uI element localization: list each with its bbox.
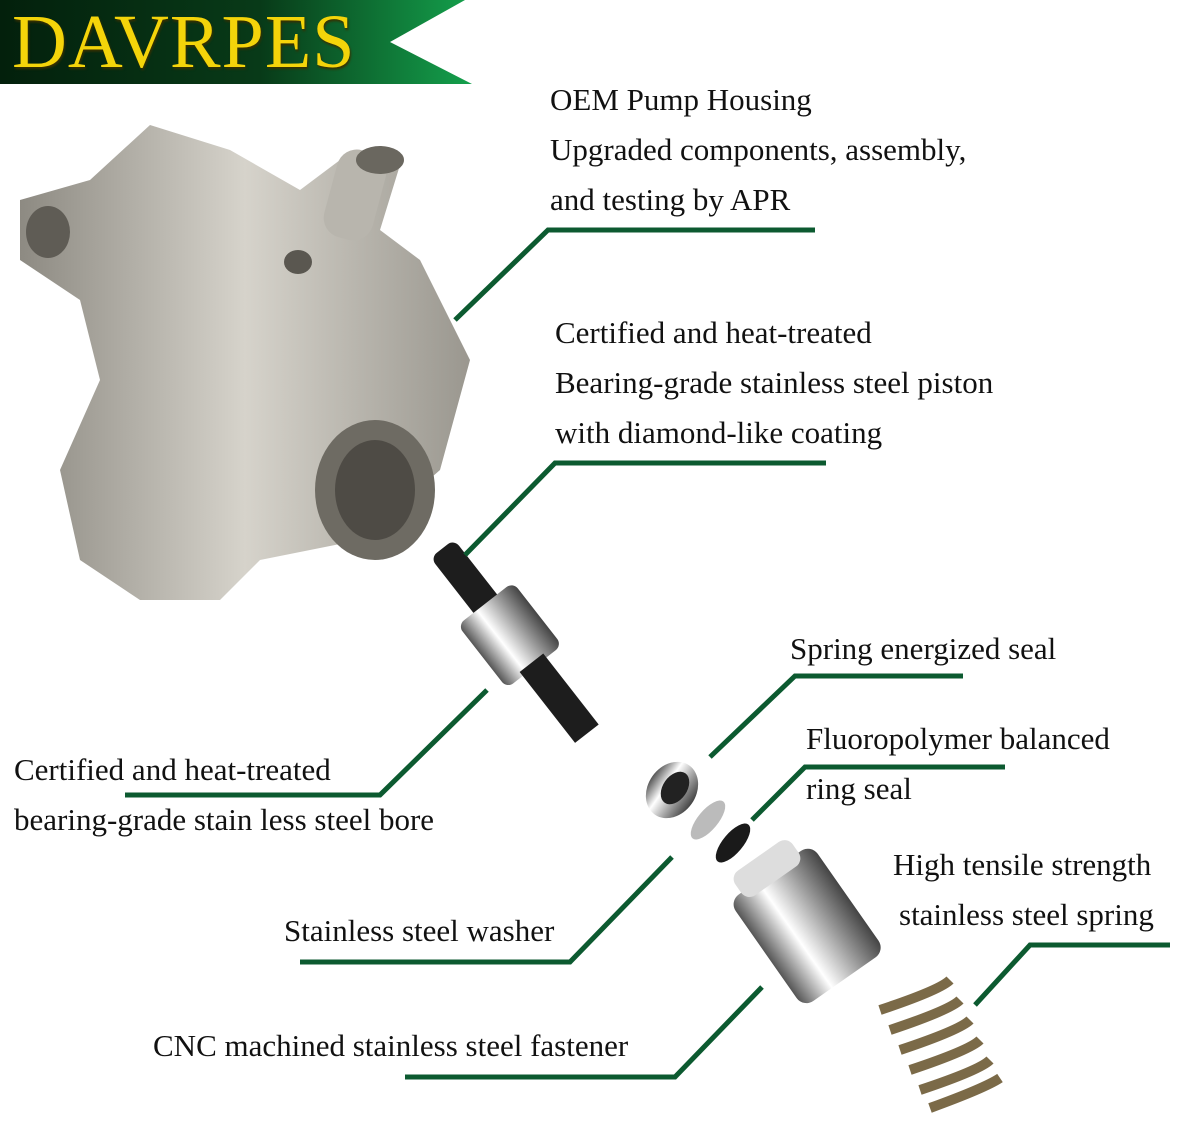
leader-washer — [300, 855, 674, 965]
label-bore: Certified and heat-treated bearing-grade… — [14, 745, 434, 845]
label-line: CNC machined stainless steel fastener — [153, 1028, 629, 1063]
label-line: Upgraded components, assembly, — [550, 132, 967, 167]
pump-housing — [20, 125, 470, 600]
leader-spring — [973, 942, 1170, 1007]
spring — [878, 976, 1003, 1113]
leader-spring-seal — [708, 673, 963, 759]
label-line: Spring energized seal — [790, 631, 1057, 666]
label-washer: Stainless steel washer — [284, 906, 554, 956]
label-line: stainless steel spring — [899, 897, 1154, 932]
label-line: bearing-grade stain less steel bore — [14, 802, 435, 837]
ring-seal — [715, 823, 751, 863]
label-line: Bearing-grade stainless steel piston — [555, 365, 994, 400]
label-fastener: CNC machined stainless steel fastener — [153, 1021, 628, 1071]
logo-banner — [0, 0, 472, 84]
label-line: High tensile strength — [893, 847, 1152, 882]
leader-piston — [463, 460, 826, 557]
brand-logo: DAVRPES — [12, 0, 356, 84]
label-spring-seal: Spring energized seal — [790, 624, 1056, 674]
label-line: Certified and heat-treated — [555, 315, 872, 350]
label-spring: High tensile strength stainless steel sp… — [893, 840, 1154, 940]
leader-ring-seal — [750, 764, 1005, 822]
leader-housing — [453, 227, 815, 322]
label-line: with diamond-like coating — [555, 415, 883, 450]
washer — [690, 800, 726, 840]
spring-energized-seal — [645, 761, 699, 819]
label-line: Stainless steel washer — [284, 913, 555, 948]
label-line: Certified and heat-treated — [14, 752, 331, 787]
leader-bore — [125, 688, 489, 798]
piston — [433, 542, 599, 743]
label-housing: OEM Pump Housing Upgraded components, as… — [550, 75, 966, 225]
label-line: OEM Pump Housing — [550, 82, 812, 117]
label-piston: Certified and heat-treated Bearing-grade… — [555, 308, 993, 458]
label-line: ring seal — [806, 771, 912, 806]
leader-lines — [125, 227, 1170, 1080]
fastener — [733, 840, 881, 1004]
label-line: and testing by APR — [550, 182, 791, 217]
label-ring-seal: Fluoropolymer balanced ring seal — [806, 714, 1110, 814]
label-line: Fluoropolymer balanced — [806, 721, 1110, 756]
leader-fastener — [405, 985, 764, 1080]
